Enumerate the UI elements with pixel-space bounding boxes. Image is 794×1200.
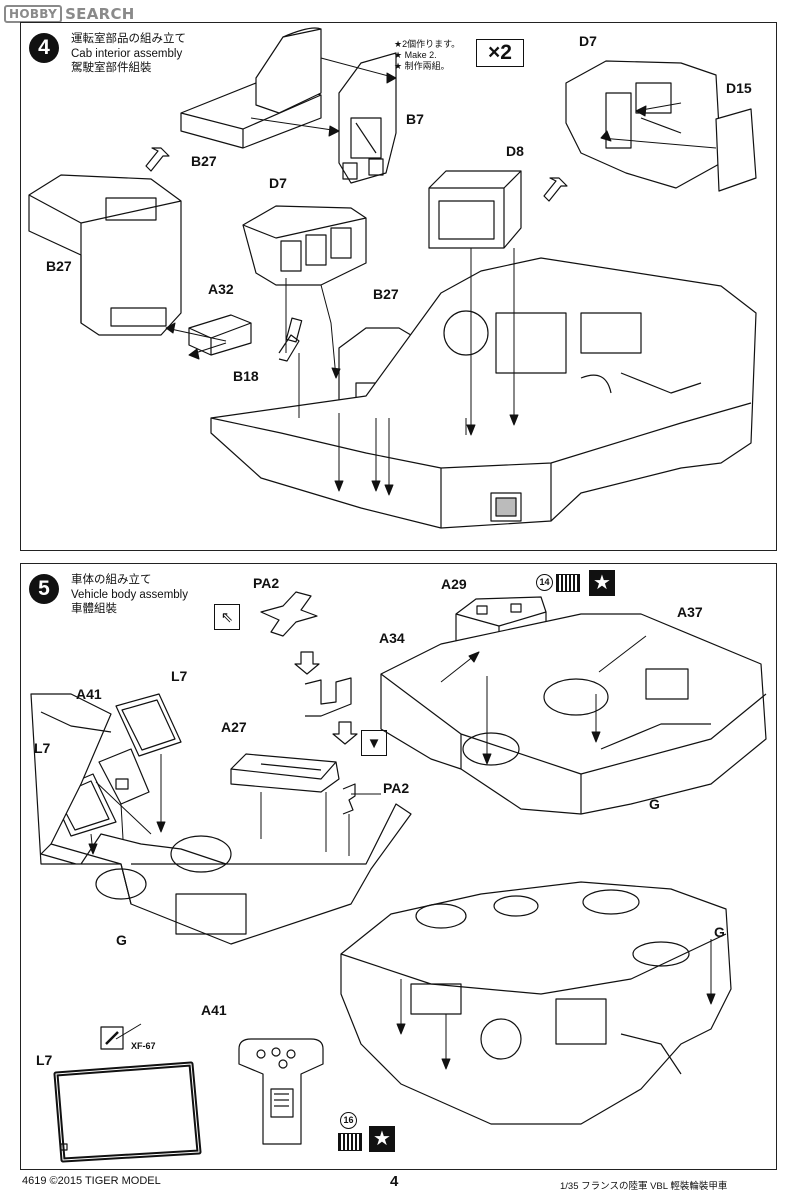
footer-right: 1/35 フランスの陸軍 VBL 輕裝輪裝甲車	[560, 1181, 728, 1192]
seat-frame-b7	[338, 52, 397, 184]
label-d8: D8	[506, 143, 524, 159]
label-pa2-mid: PA2	[383, 780, 410, 796]
hollow-arrow-down-2	[332, 721, 358, 745]
step-4-panel: 4 運転室部品の組み立て Cab interior assembly 駕駛室部件…	[20, 22, 777, 551]
seat-b27-left	[28, 174, 182, 336]
step-5-title-jp: 車体の組み立て	[71, 574, 152, 586]
step-5-title: 車体の組み立て Vehicle body assembly 車體組裝	[71, 573, 188, 617]
footer-left: 4619 ©2015 TIGER MODEL	[22, 1175, 161, 1187]
decal-number-14: 14	[536, 574, 553, 591]
seat-back-part	[255, 27, 322, 114]
label-g-lower: G	[714, 924, 725, 940]
paint-brush-icon	[100, 1026, 124, 1050]
hollow-arrow-down-1	[294, 651, 320, 675]
label-a37: A37	[677, 604, 703, 620]
label-l7-detail: L7	[36, 1052, 53, 1068]
make-two-note-cn: ★ 制作兩組。	[394, 61, 450, 71]
hull-left-g	[30, 693, 412, 945]
label-d7-mid: D7	[269, 175, 287, 191]
decal-number-16: 16	[340, 1112, 357, 1129]
window-l7-a	[115, 693, 182, 757]
label-a27: A27	[221, 719, 247, 735]
sprue-pa2	[260, 591, 318, 637]
step-5-panel: 5 車体の組み立て Vehicle body assembly 車體組裝	[20, 563, 777, 1170]
step-5-title-cn: 車體組裝	[71, 603, 117, 615]
bulkhead-d7-mid	[242, 205, 367, 286]
make-two-note: ★2個作ります。 ★ Make 2. ★ 制作兩組。	[394, 39, 460, 72]
label-b18: B18	[233, 368, 259, 384]
multiplier-badge: ×2	[476, 39, 524, 67]
label-a41-bottom: A41	[201, 1002, 227, 1018]
hull-body	[210, 257, 757, 529]
label-d7-top: D7	[579, 33, 597, 49]
step-4-title: 運転室部品の組み立て Cab interior assembly 駕駛室部件組裝	[71, 32, 186, 76]
panel-a41-detail	[238, 1038, 324, 1145]
window-l7-detail	[53, 1061, 202, 1163]
step-4-drawing	[28, 27, 757, 529]
hull-lower-g	[340, 881, 732, 1125]
bracket-pa2-mid	[342, 783, 356, 815]
step-4-title-jp: 運転室部品の組み立て	[71, 33, 186, 45]
glue-symbol-icon: ▼	[361, 730, 387, 756]
label-a29: A29	[441, 576, 467, 592]
label-g-right: G	[649, 796, 660, 812]
label-l7-b: L7	[34, 740, 51, 756]
step-4-title-en: Cab interior assembly	[71, 47, 183, 60]
label-a41-top: A41	[76, 686, 102, 702]
label-l7-a: L7	[171, 668, 188, 684]
step-5-title-en: Vehicle body assembly	[71, 588, 188, 601]
page-number: 4	[390, 1173, 399, 1190]
step-5-drawing	[30, 591, 767, 1163]
plate-a27	[230, 753, 340, 793]
hull-right-g	[380, 613, 767, 815]
label-b27-top: B27	[191, 153, 217, 169]
panel-d15	[715, 108, 757, 192]
assembly-arrows-5	[88, 635, 716, 1070]
box-d8	[428, 170, 522, 249]
watermark-text: SEARCH	[65, 5, 135, 23]
direction-symbol-icon: ⇖	[214, 604, 240, 630]
label-a32: A32	[208, 281, 234, 297]
label-b7: B7	[406, 111, 424, 127]
label-b27-mid: B27	[373, 286, 399, 302]
label-d15: D15	[726, 80, 752, 96]
label-pa2-top: PA2	[253, 575, 280, 591]
label-b27-left: B27	[46, 258, 72, 274]
star-marker-bottom: ★	[369, 1126, 395, 1152]
star-marker-top: ★	[589, 570, 615, 596]
step-5-number: 5	[29, 574, 59, 604]
label-a34: A34	[379, 630, 405, 646]
step-4-number: 4	[29, 33, 59, 63]
label-g-left: G	[116, 932, 127, 948]
bent-bracket	[304, 677, 352, 717]
decal-sheet-icon-2	[338, 1133, 362, 1151]
hollow-arrows	[145, 147, 568, 202]
label-xf67: XF-67	[131, 1041, 156, 1051]
make-two-note-jp: ★2個作ります。	[394, 39, 461, 49]
lever-b18	[278, 317, 303, 362]
step-4-title-cn: 駕駛室部件組裝	[71, 62, 152, 74]
watermark: HOBBY SEARCH	[4, 4, 135, 24]
bulkhead-d7-top	[565, 60, 722, 189]
watermark-logo: HOBBY	[4, 5, 63, 23]
panel-a41-top	[98, 748, 150, 805]
make-two-note-en: ★ Make 2.	[394, 50, 437, 60]
decal-sheet-icon	[556, 574, 580, 592]
assembly-arrows	[165, 57, 717, 496]
